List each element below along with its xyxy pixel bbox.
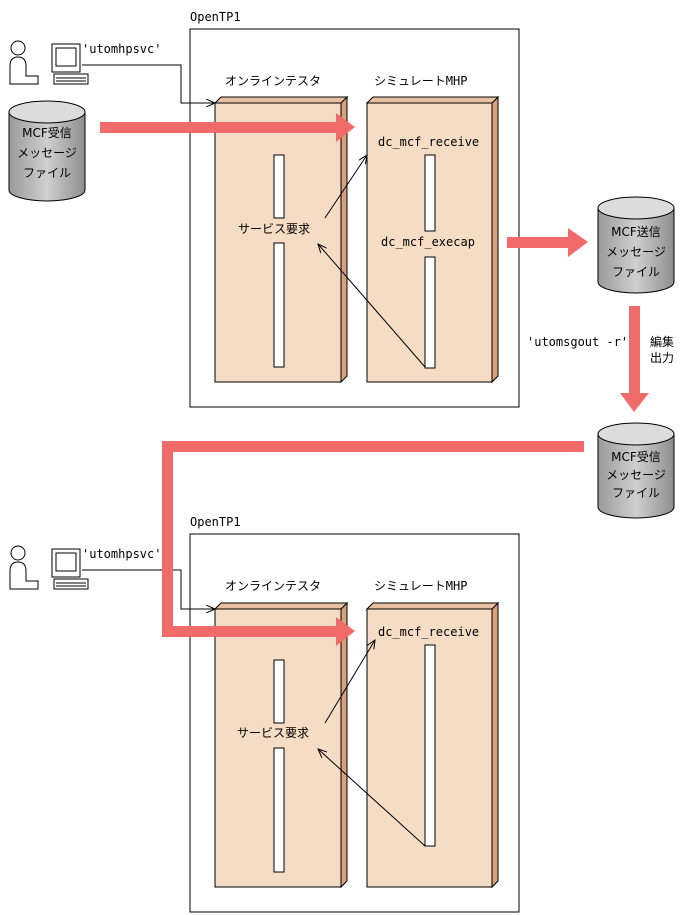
tester-activation-bar	[273, 747, 285, 873]
command-arrow-top	[82, 64, 215, 103]
dc-mcf-receive-label-bottom: dc_mcf_receive	[378, 625, 479, 639]
simulate-mhp-box-bottom	[365, 601, 500, 889]
online-tester-box-bottom	[213, 601, 349, 889]
tester-activation-bar	[273, 154, 285, 219]
simulate-mhp-label-bottom: シミュレートMHP	[374, 579, 467, 593]
online-tester-label-bottom: オンラインテスタ	[225, 579, 321, 593]
mcf-file-label: ファイル	[612, 486, 660, 500]
online-tester-label-top: オンラインテスタ	[225, 74, 321, 88]
opentp1-title-top: OpenTP1	[190, 10, 241, 24]
service-request-arrow-top	[324, 155, 367, 219]
service-request-arrow-bottom	[324, 640, 375, 724]
opentp1-title-bottom: OpenTP1	[190, 515, 241, 529]
mcf-file-label: ファイル	[23, 166, 71, 180]
edit-output-label: 編集	[650, 334, 674, 349]
receive-return-arrow-bottom	[318, 749, 426, 847]
mcf-file-label: メッセージ	[606, 468, 666, 482]
dc-mcf-execap-label-top: dc_mcf_execap	[381, 235, 475, 249]
simulate-mhp-label-top: シミュレートMHP	[374, 74, 467, 88]
input-flow-arrow-bottom	[162, 441, 584, 646]
tester-activation-bar	[273, 242, 285, 368]
mcf-file-label: MCF受信	[611, 450, 661, 464]
user-at-computer-icon	[9, 545, 89, 590]
input-flow-arrow-top	[100, 113, 355, 142]
mhp-activation-bar	[424, 154, 436, 232]
mcf-file-label: MCF送信	[611, 224, 661, 239]
service-request-label-top: サービス要求	[238, 222, 310, 236]
tester-activation-bar	[273, 659, 285, 724]
command-utomsgout: 'utomsgout -r'	[527, 335, 628, 349]
edit-output-label: 出力	[650, 351, 674, 365]
service-request-label-bottom: サービス要求	[237, 726, 309, 740]
mcf-receive-message-file-top	[8, 100, 86, 202]
mcf-file-label: MCF受信	[22, 126, 72, 140]
mhp-activation-bar	[424, 256, 436, 369]
dc-mcf-receive-label-top: dc_mcf_receive	[378, 135, 479, 149]
user-at-computer-icon	[9, 40, 89, 85]
mhp-activation-bar	[424, 644, 436, 847]
mcf-file-label: ファイル	[612, 265, 660, 279]
mcf-send-message-file	[597, 196, 675, 294]
command-utomhpsvc-bottom: 'utomhpsvc'	[82, 547, 161, 561]
command-arrow-bottom	[82, 569, 215, 609]
command-utomhpsvc-top: 'utomhpsvc'	[82, 42, 161, 56]
execap-return-arrow-top	[318, 244, 426, 368]
mcf-receive-message-file-converted	[597, 422, 675, 519]
output-flow-arrow-top	[507, 228, 588, 257]
mcf-file-label: メッセージ	[606, 245, 666, 259]
online-tester-box-top	[213, 95, 349, 384]
mcf-file-label: メッセージ	[17, 146, 77, 160]
edit-output-flow-arrow	[620, 306, 649, 412]
simulate-mhp-box-top	[365, 95, 500, 384]
